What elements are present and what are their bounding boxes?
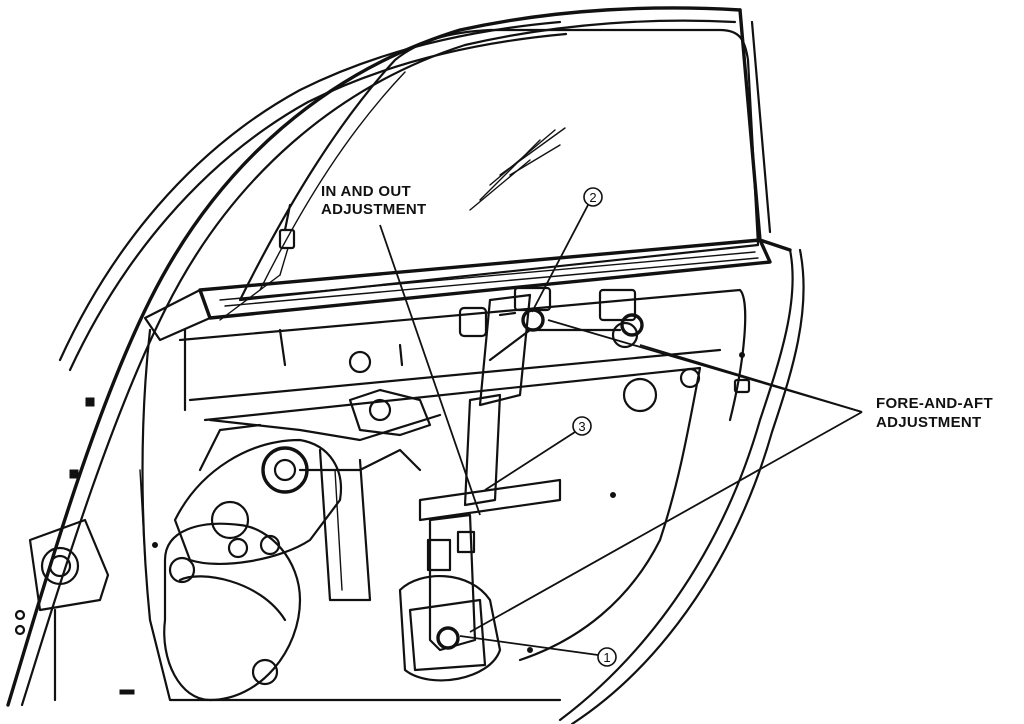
door-edge-details [14, 352, 751, 702]
door-lock-stud [219, 203, 296, 321]
regulator-rail [408, 286, 644, 672]
callout-3-number: 3 [578, 419, 585, 434]
callout-1: 1 [597, 647, 617, 667]
callout-1-number: 1 [603, 650, 610, 665]
callout-3: 3 [572, 416, 592, 436]
callout-2-number: 2 [589, 190, 596, 205]
in-out-adjustment-label-1: IN AND OUT [321, 183, 411, 200]
window-regulator-motor [168, 388, 442, 602]
glass-channel [143, 238, 772, 342]
fore-aft-adjustment-label-2: ADJUSTMENT [876, 414, 982, 431]
door-frame [6, 6, 805, 724]
in-out-adjustment-label-2: ADJUSTMENT [321, 201, 427, 218]
inner-door-panel [141, 288, 747, 702]
panel-cutouts [163, 522, 502, 702]
callout-2: 2 [583, 187, 603, 207]
fore-aft-adjustment-label-1: FORE-AND-AFT [876, 395, 993, 412]
window-glass [238, 28, 760, 302]
leader-lines [379, 204, 863, 656]
